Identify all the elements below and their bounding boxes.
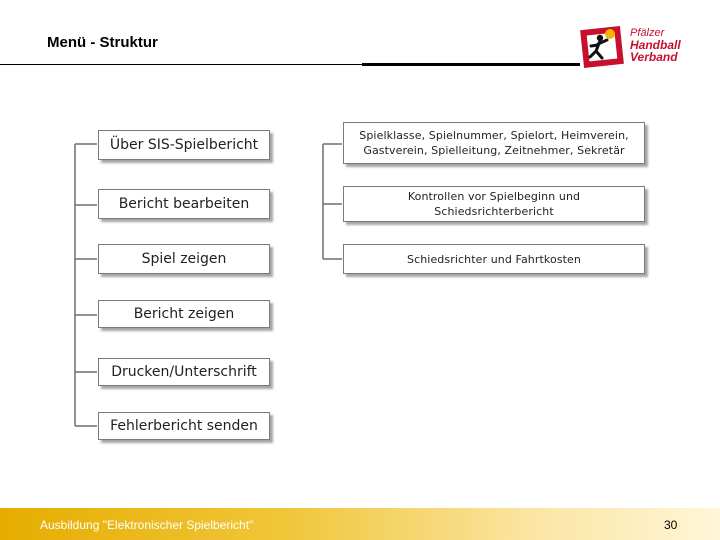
- menu-item-label: Bericht zeigen: [133, 306, 235, 322]
- menu-item-spiel-zeigen[interactable]: Spiel zeigen: [98, 244, 270, 274]
- page-number: 30: [664, 518, 678, 532]
- submenu-item-label: Schiedsrichter und Fahrtkosten: [406, 252, 581, 266]
- logo: Pfälzer Handball Verband: [580, 24, 700, 68]
- title-divider: [0, 64, 362, 65]
- logo-line-2: Handball: [630, 38, 681, 52]
- handball-player-icon: [580, 26, 624, 68]
- menu-item-label: Fehlerbericht senden: [110, 418, 258, 434]
- menu-item-label: Bericht bearbeiten: [118, 196, 250, 212]
- menu-item-bericht-zeigen[interactable]: Bericht zeigen: [98, 300, 270, 328]
- page-title: Menü - Struktur: [47, 34, 158, 51]
- menu-item-bericht-bearbeiten[interactable]: Bericht bearbeiten: [98, 189, 270, 219]
- menu-item-fehlerbericht[interactable]: Fehlerbericht senden: [98, 412, 270, 440]
- submenu-item-schiedsrichter[interactable]: Schiedsrichter und Fahrtkosten: [343, 244, 645, 274]
- menu-item-label: Über SIS-Spielbericht: [109, 137, 259, 153]
- submenu-item-kontrollen[interactable]: Kontrollen vor Spielbeginn und Schiedsri…: [343, 186, 645, 222]
- footer-bar: [0, 508, 720, 540]
- logo-line-1: Pfälzer: [630, 27, 665, 39]
- submenu-item-label: Spielklasse, Spielnummer, Spielort, Heim…: [359, 129, 629, 157]
- menu-item-label: Spiel zeigen: [141, 251, 227, 267]
- title-divider-accent: [362, 63, 580, 66]
- logo-text: Pfälzer Handball Verband: [630, 27, 681, 63]
- logo-line-3: Verband: [630, 50, 678, 64]
- submenu-item-spieldaten[interactable]: Spielklasse, Spielnummer, Spielort, Heim…: [343, 122, 645, 164]
- footer-label: Ausbildung "Elektronischer Spielbericht": [40, 518, 254, 532]
- menu-item-ueber-sis[interactable]: Über SIS-Spielbericht: [98, 130, 270, 160]
- submenu-item-label: Kontrollen vor Spielbeginn und Schiedsri…: [407, 190, 581, 218]
- menu-item-label: Drucken/Unterschrift: [111, 364, 257, 380]
- menu-item-drucken[interactable]: Drucken/Unterschrift: [98, 358, 270, 386]
